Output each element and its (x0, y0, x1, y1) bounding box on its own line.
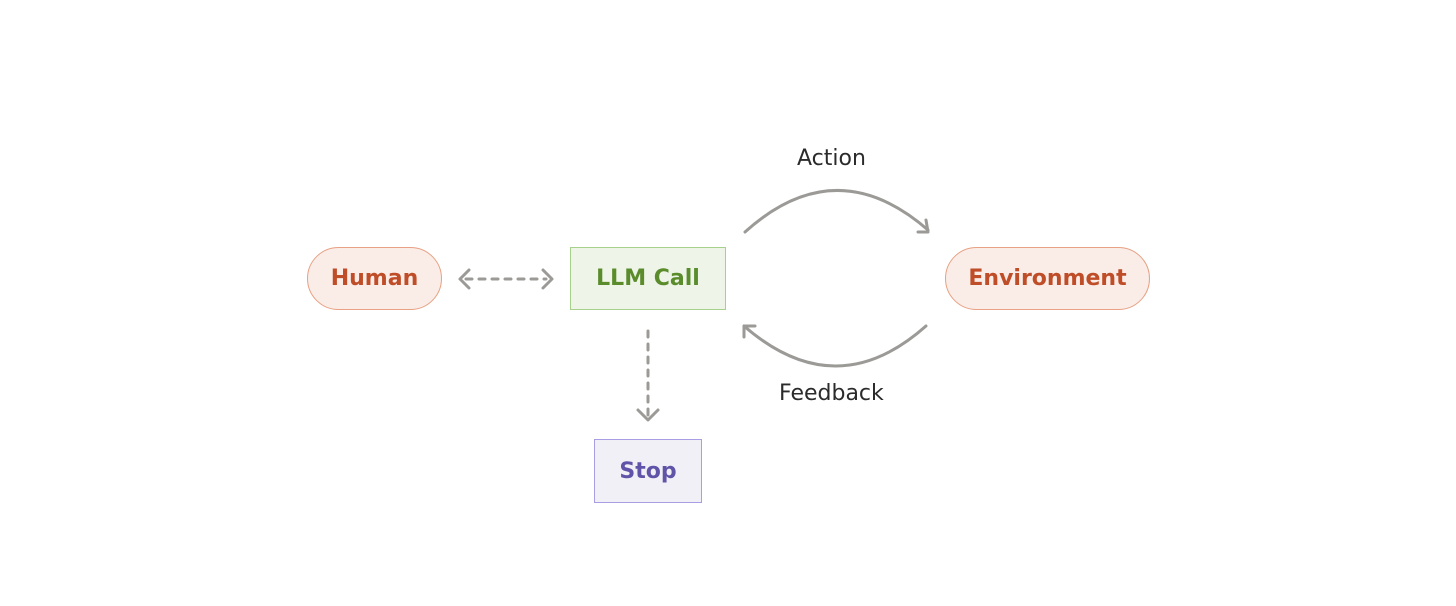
llm-call-label: LLM Call (596, 266, 700, 291)
stop-label: Stop (619, 458, 677, 484)
feedback-label: Feedback (779, 381, 884, 406)
action-label: Action (797, 146, 866, 171)
human-llm-dashed-arrow (458, 268, 554, 290)
human-node: Human (307, 247, 442, 310)
environment-label: Environment (968, 266, 1127, 291)
human-label: Human (330, 266, 419, 291)
feedback-arrow (742, 324, 928, 368)
stop-node: Stop (594, 439, 702, 503)
llm-call-node: LLM Call (570, 247, 726, 310)
environment-node: Environment (945, 247, 1150, 310)
llm-stop-dashed-arrow (636, 329, 660, 422)
action-arrow (743, 189, 930, 234)
